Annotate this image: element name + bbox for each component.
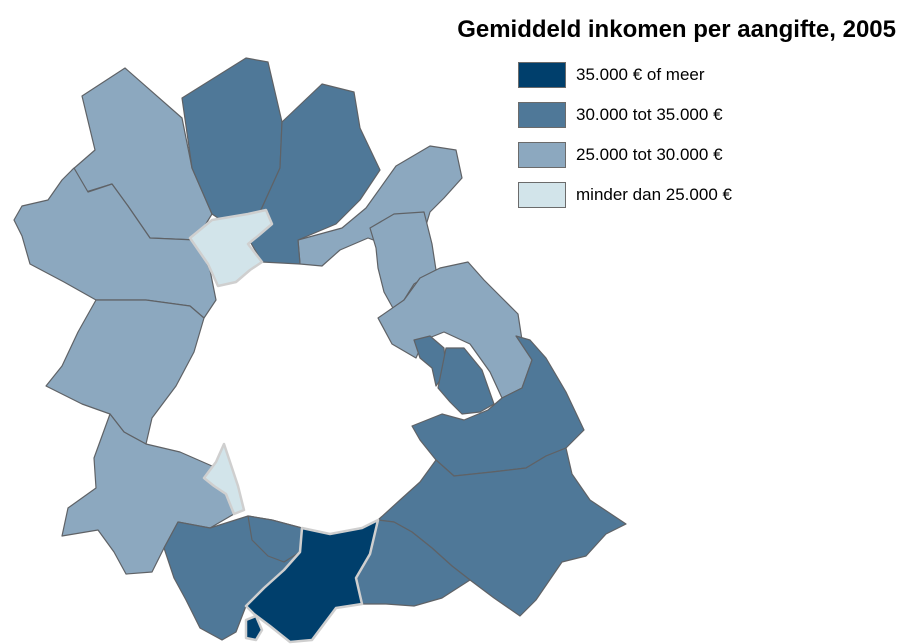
legend-label: minder dan 25.000 € bbox=[576, 185, 732, 204]
legend-label: 30.000 tot 35.000 € bbox=[576, 105, 723, 124]
legend-swatch bbox=[518, 102, 566, 128]
legend-label: 35.000 € of meer bbox=[576, 65, 705, 84]
legend-swatch bbox=[518, 62, 566, 88]
map-title: Gemiddeld inkomen per aangifte, 2005 bbox=[457, 16, 896, 43]
legend-item-25000-30000: 25.000 tot 30.000 € bbox=[518, 142, 732, 168]
region-south-small-a bbox=[247, 515, 303, 563]
region-southwest-low bbox=[202, 442, 246, 516]
legend-item-30000-35000: 30.000 tot 35.000 € bbox=[518, 102, 732, 128]
region-south-high bbox=[244, 518, 380, 644]
region-north-low bbox=[188, 208, 274, 288]
legend-swatch bbox=[518, 182, 566, 208]
legend-swatch bbox=[518, 142, 566, 168]
region-southwest bbox=[45, 299, 205, 445]
legend-item-35000-plus: 35.000 € of meer bbox=[518, 62, 732, 88]
region-east-enclave-b bbox=[437, 347, 495, 415]
legend-label: 25.000 tot 30.000 € bbox=[576, 145, 723, 164]
legend-item-below-25000: minder dan 25.000 € bbox=[518, 182, 732, 208]
region-south-high-fragment bbox=[244, 614, 264, 642]
legend: 35.000 € of meer 30.000 tot 35.000 € 25.… bbox=[518, 62, 732, 222]
region-northeast bbox=[369, 211, 437, 311]
